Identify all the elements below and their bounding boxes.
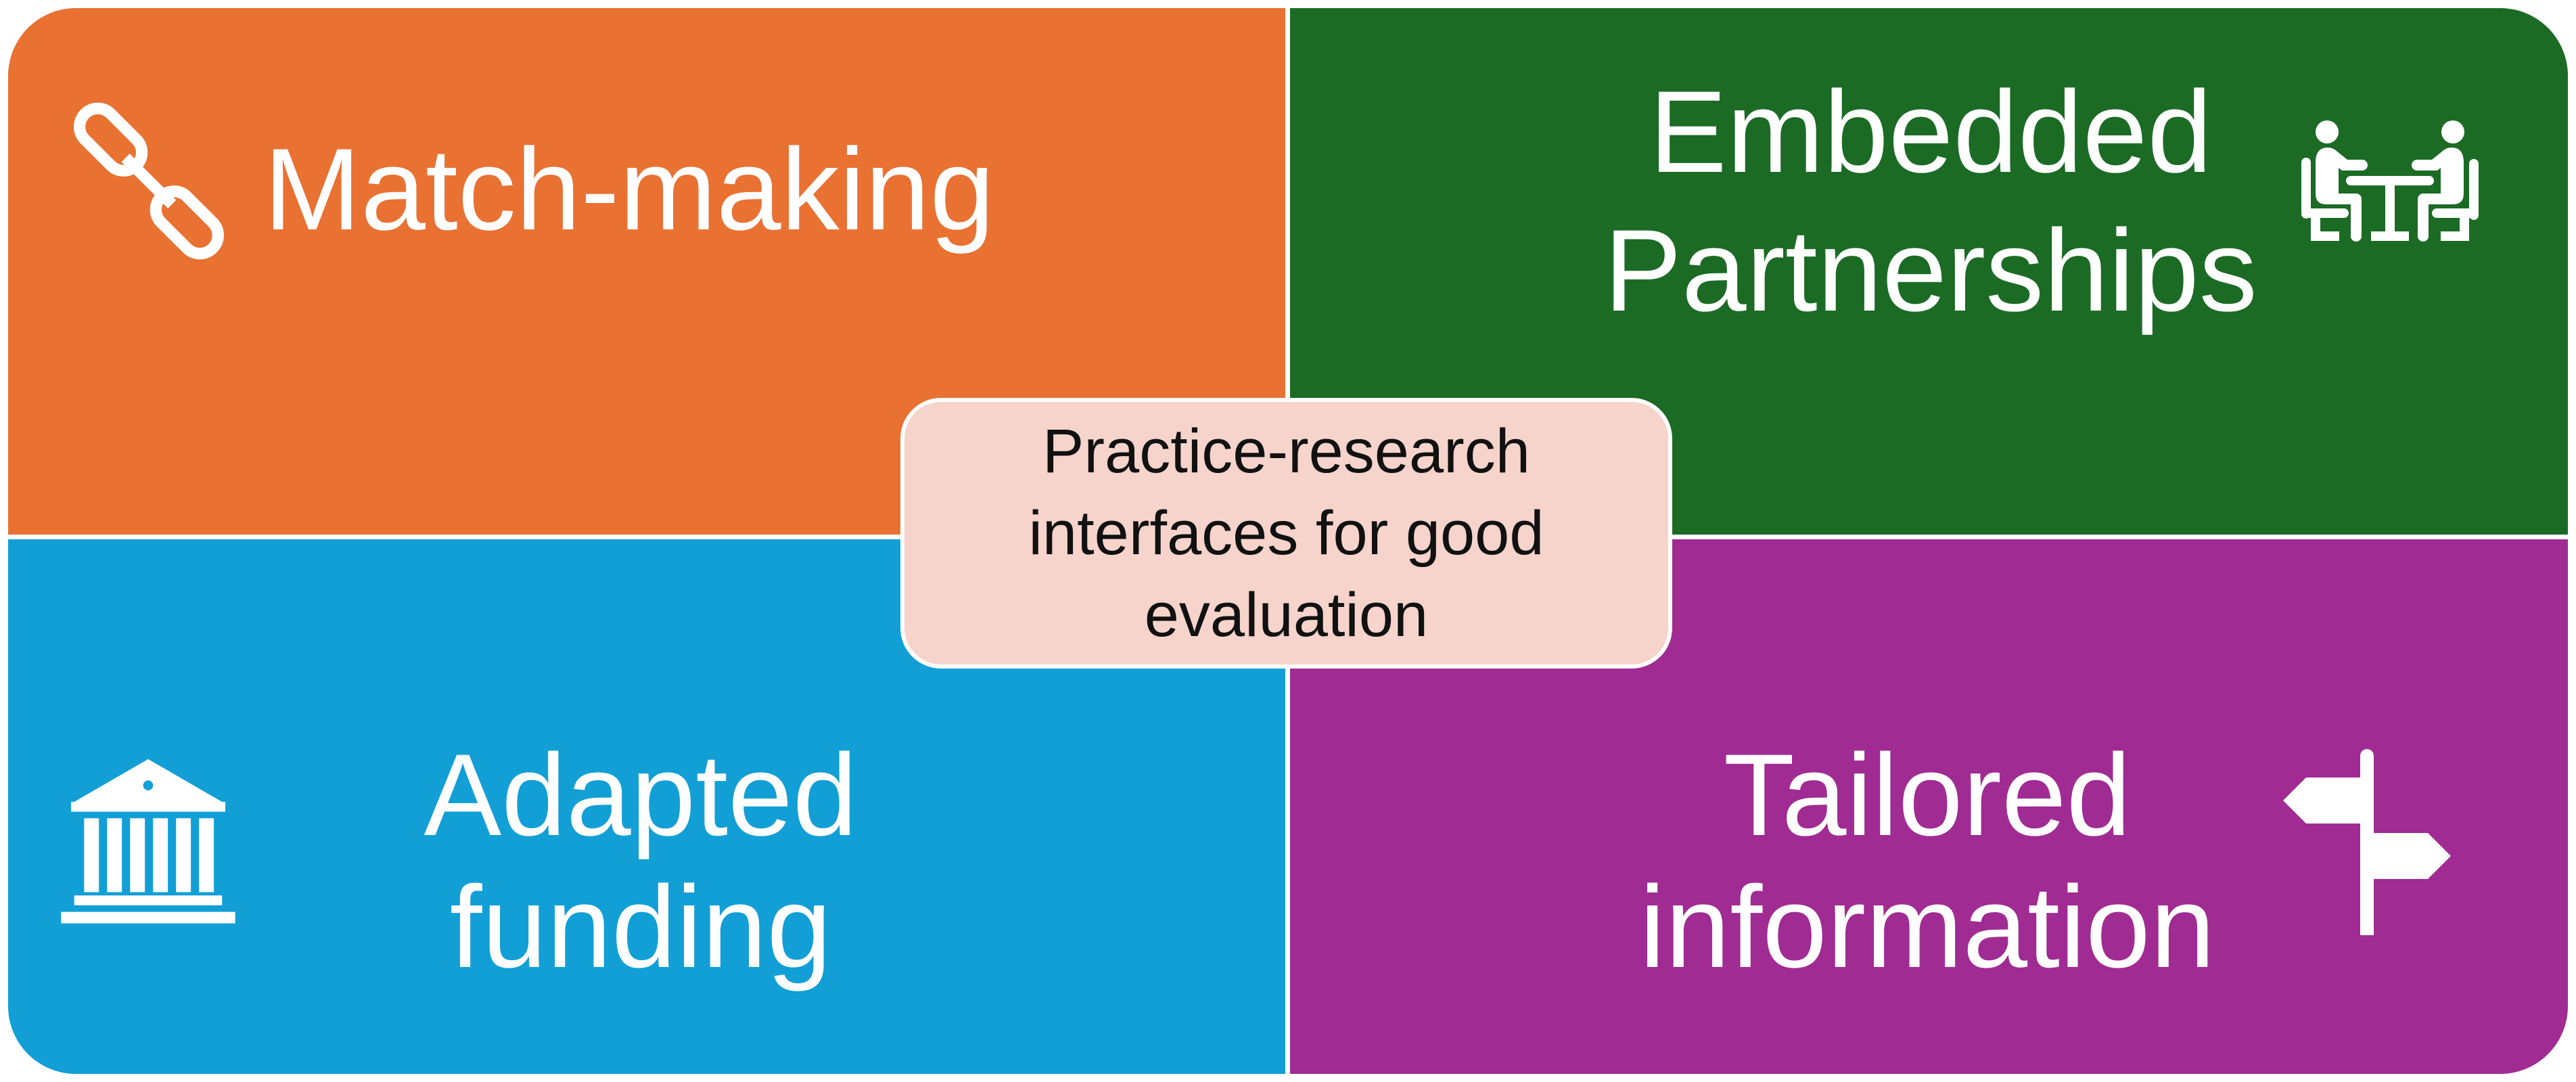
signpost-icon bbox=[2283, 749, 2451, 935]
information-label-line1: Tailored bbox=[1723, 730, 2132, 860]
center-title-line3: evaluation bbox=[1144, 580, 1429, 650]
information-label-line2: information bbox=[1639, 862, 2215, 992]
match-making-label: Match-making bbox=[264, 125, 995, 254]
link-icon bbox=[74, 102, 224, 260]
funding-label-line1: Adapted bbox=[423, 730, 858, 860]
center-title-box: Practice-research interfaces for good ev… bbox=[900, 398, 1672, 669]
meeting-people-icon bbox=[2301, 120, 2479, 242]
embedded-label-line1: Embedded bbox=[1649, 67, 2212, 197]
embedded-label-line2: Partnerships bbox=[1604, 206, 2257, 336]
funding-label-line2: funding bbox=[449, 862, 832, 992]
bank-icon bbox=[61, 759, 235, 924]
center-title-line1: Practice-research bbox=[1042, 416, 1530, 486]
center-title-line2: interfaces for good bbox=[1028, 498, 1544, 568]
